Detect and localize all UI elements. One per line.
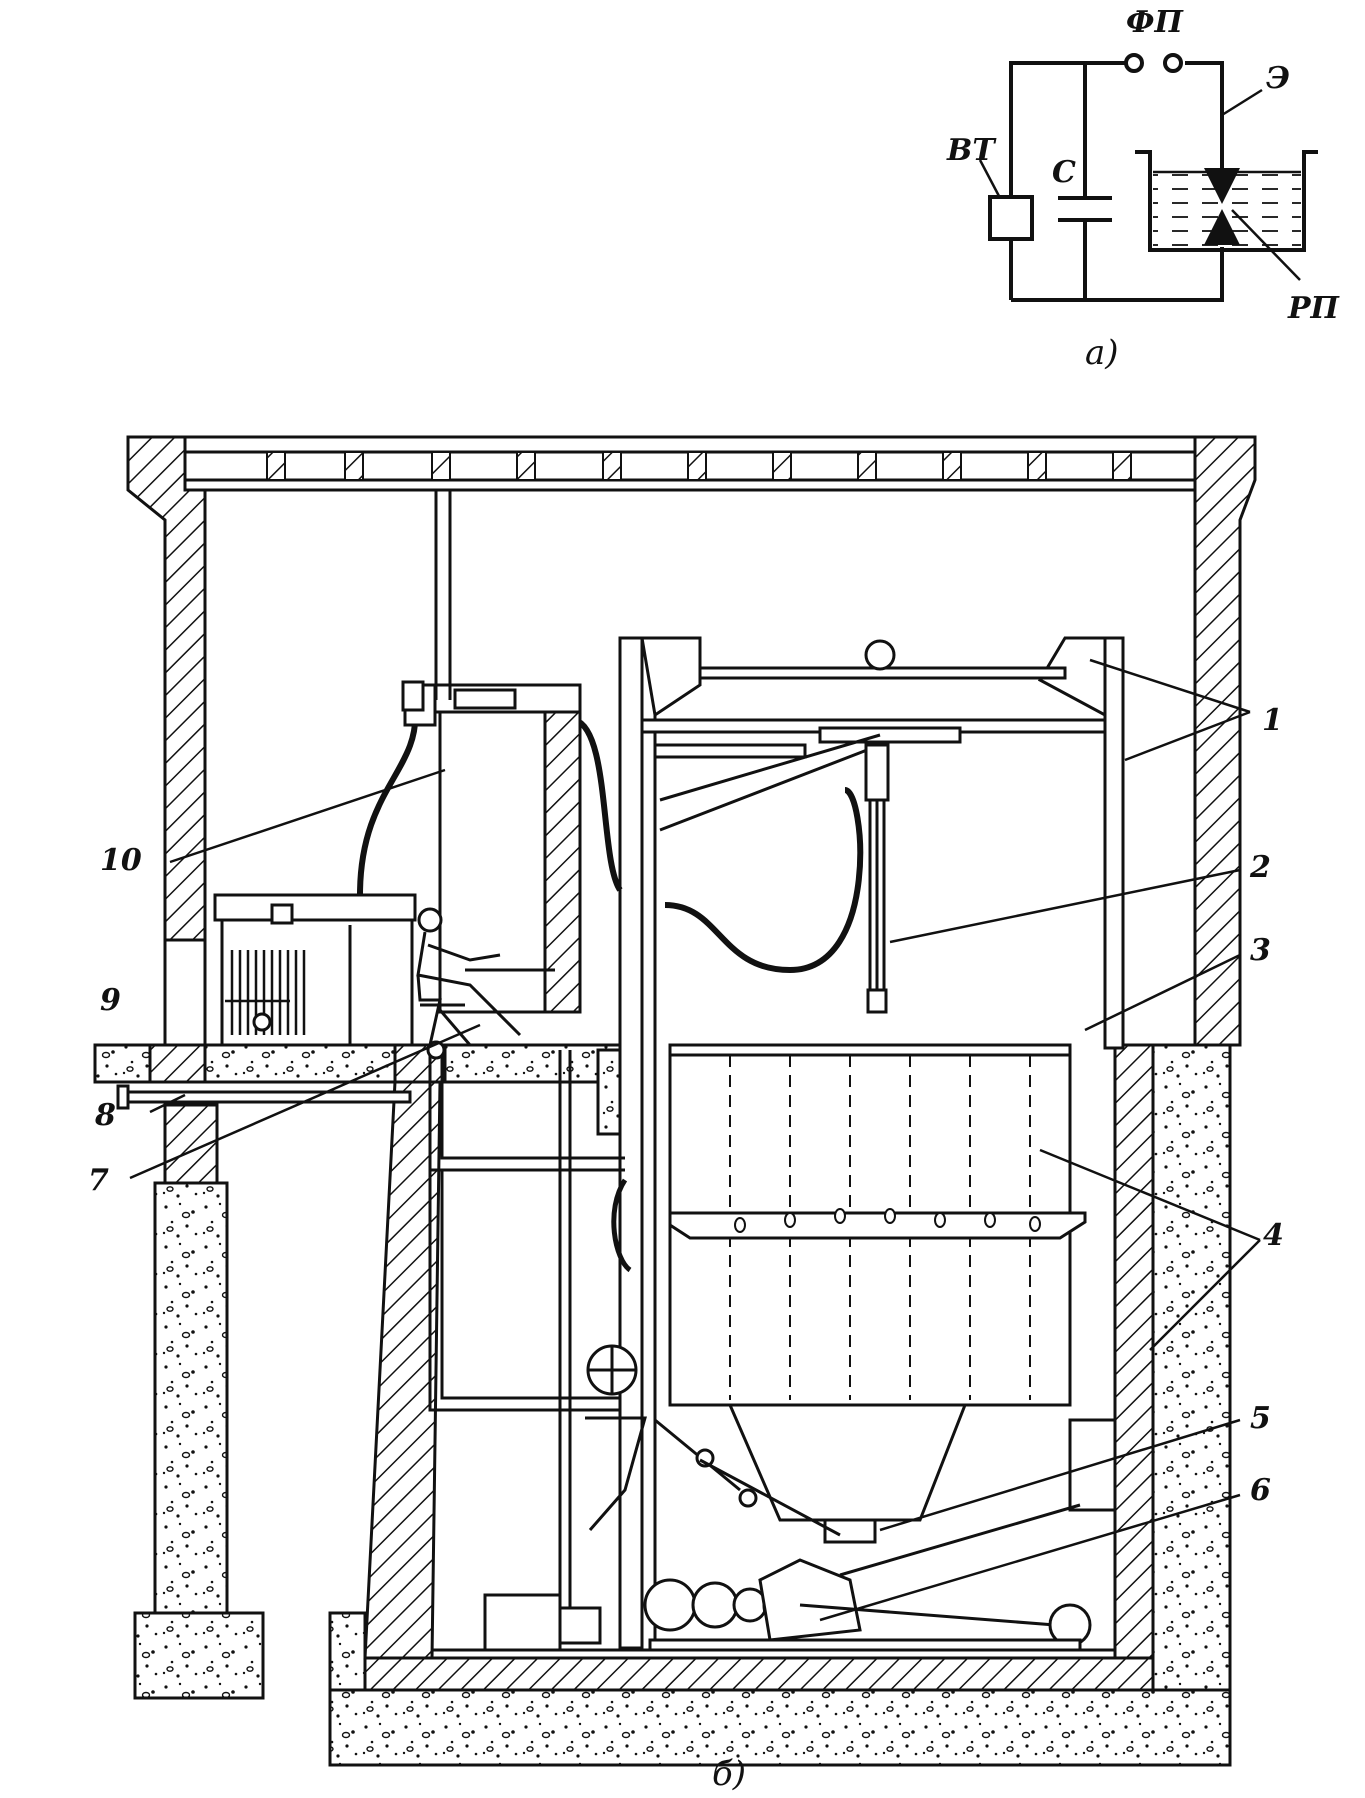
pipe-return xyxy=(428,1170,620,1412)
drive-motor xyxy=(483,1593,562,1652)
floor-beam-left xyxy=(148,1043,207,1084)
roof-slab xyxy=(126,435,1257,492)
callout-7: 7 xyxy=(88,1163,109,1198)
caption-a: а) xyxy=(1085,333,1119,373)
drive-shaft xyxy=(799,1603,1056,1627)
pump-bracket xyxy=(585,1416,647,1531)
truss-diagonal-2 xyxy=(659,743,881,832)
callout-1: 1 xyxy=(1262,703,1283,738)
gantry-frame xyxy=(618,636,1125,1650)
left-truss-bracket xyxy=(640,636,702,718)
circuit-labels: ФП Э ВТ С РП а) xyxy=(946,5,1341,373)
tank-outlet xyxy=(823,1518,877,1544)
right-truss-bracket xyxy=(1037,636,1107,718)
label-vt: ВТ xyxy=(946,133,997,168)
tank-staves xyxy=(729,1055,1031,1400)
drive-train xyxy=(483,1503,1092,1652)
electrolyte-tank xyxy=(1135,150,1318,252)
label-rp: РП xyxy=(1287,291,1341,326)
pit-floor-concrete xyxy=(328,1688,1232,1767)
callout-6: 6 xyxy=(1250,1473,1271,1508)
column-shaft xyxy=(153,1181,229,1615)
spark-gap-contacts xyxy=(1124,53,1183,73)
pipe-flex-hose xyxy=(611,1178,632,1273)
control-cable xyxy=(573,717,623,892)
pipe-supply-inner xyxy=(440,1050,625,1160)
label-c: С xyxy=(1052,155,1076,190)
underfloor-pipe-cap xyxy=(116,1084,130,1110)
pit-right-wall xyxy=(1113,1043,1155,1660)
electrode-holder xyxy=(864,743,890,1014)
tank-top-rim xyxy=(668,1043,1072,1057)
circuit-leaders xyxy=(978,88,1301,281)
shelf-rollers xyxy=(734,1208,1041,1233)
vt-source-box xyxy=(988,195,1034,241)
capacitor-symbol xyxy=(1058,196,1112,222)
tank-hopper xyxy=(727,1403,968,1522)
gear-housing xyxy=(758,1558,862,1642)
generator-unit xyxy=(213,893,417,1047)
pump-link-pivot-2 xyxy=(738,1488,758,1508)
right-column xyxy=(1103,636,1125,1050)
left-column xyxy=(618,636,644,1650)
label-e: Э xyxy=(1266,61,1290,96)
callout-4: 4 xyxy=(1263,1218,1284,1253)
electrode-cable xyxy=(664,787,864,974)
drive-base xyxy=(648,1638,1082,1652)
generator-cable xyxy=(357,709,419,896)
operator-figure xyxy=(416,907,555,1046)
tank-grid-shelf xyxy=(668,1211,1087,1240)
callout-3: 3 xyxy=(1250,933,1271,968)
electrolyte-liquid xyxy=(1153,172,1301,247)
caption-b: б) xyxy=(712,1754,746,1794)
callout-8: 8 xyxy=(94,1098,116,1133)
label-fp: ФП xyxy=(1126,5,1184,40)
circuit-schematic xyxy=(978,53,1318,302)
callout-9: 9 xyxy=(100,983,121,1018)
roof-blocks xyxy=(266,451,1132,481)
trolley-carriage xyxy=(818,726,962,744)
truss-diagonal xyxy=(659,733,881,802)
right-wall xyxy=(1193,435,1257,1047)
callout-labels: 1 2 3 4 5 6 7 8 9 10 б) xyxy=(88,703,1284,1794)
trolley-motor xyxy=(864,639,896,671)
callout-leaders xyxy=(129,658,1261,1622)
tank xyxy=(668,1043,1117,1544)
pit-floor-hatch xyxy=(363,1656,1155,1692)
control-cabinet xyxy=(401,490,582,1014)
drive-belt xyxy=(839,1503,1081,1577)
callout-5: 5 xyxy=(1250,1401,1271,1436)
callout-10: 10 xyxy=(100,843,142,878)
building-section xyxy=(93,435,1261,1767)
drive-gear-1 xyxy=(643,1578,697,1632)
underfloor-pipe xyxy=(118,1090,412,1104)
truss-plate xyxy=(653,743,807,759)
drive-coupling xyxy=(558,1606,602,1645)
pump-link-2 xyxy=(699,1458,841,1537)
column-footing xyxy=(133,1611,265,1700)
drive-gear-2 xyxy=(691,1581,739,1629)
callout-2: 2 xyxy=(1249,850,1271,885)
